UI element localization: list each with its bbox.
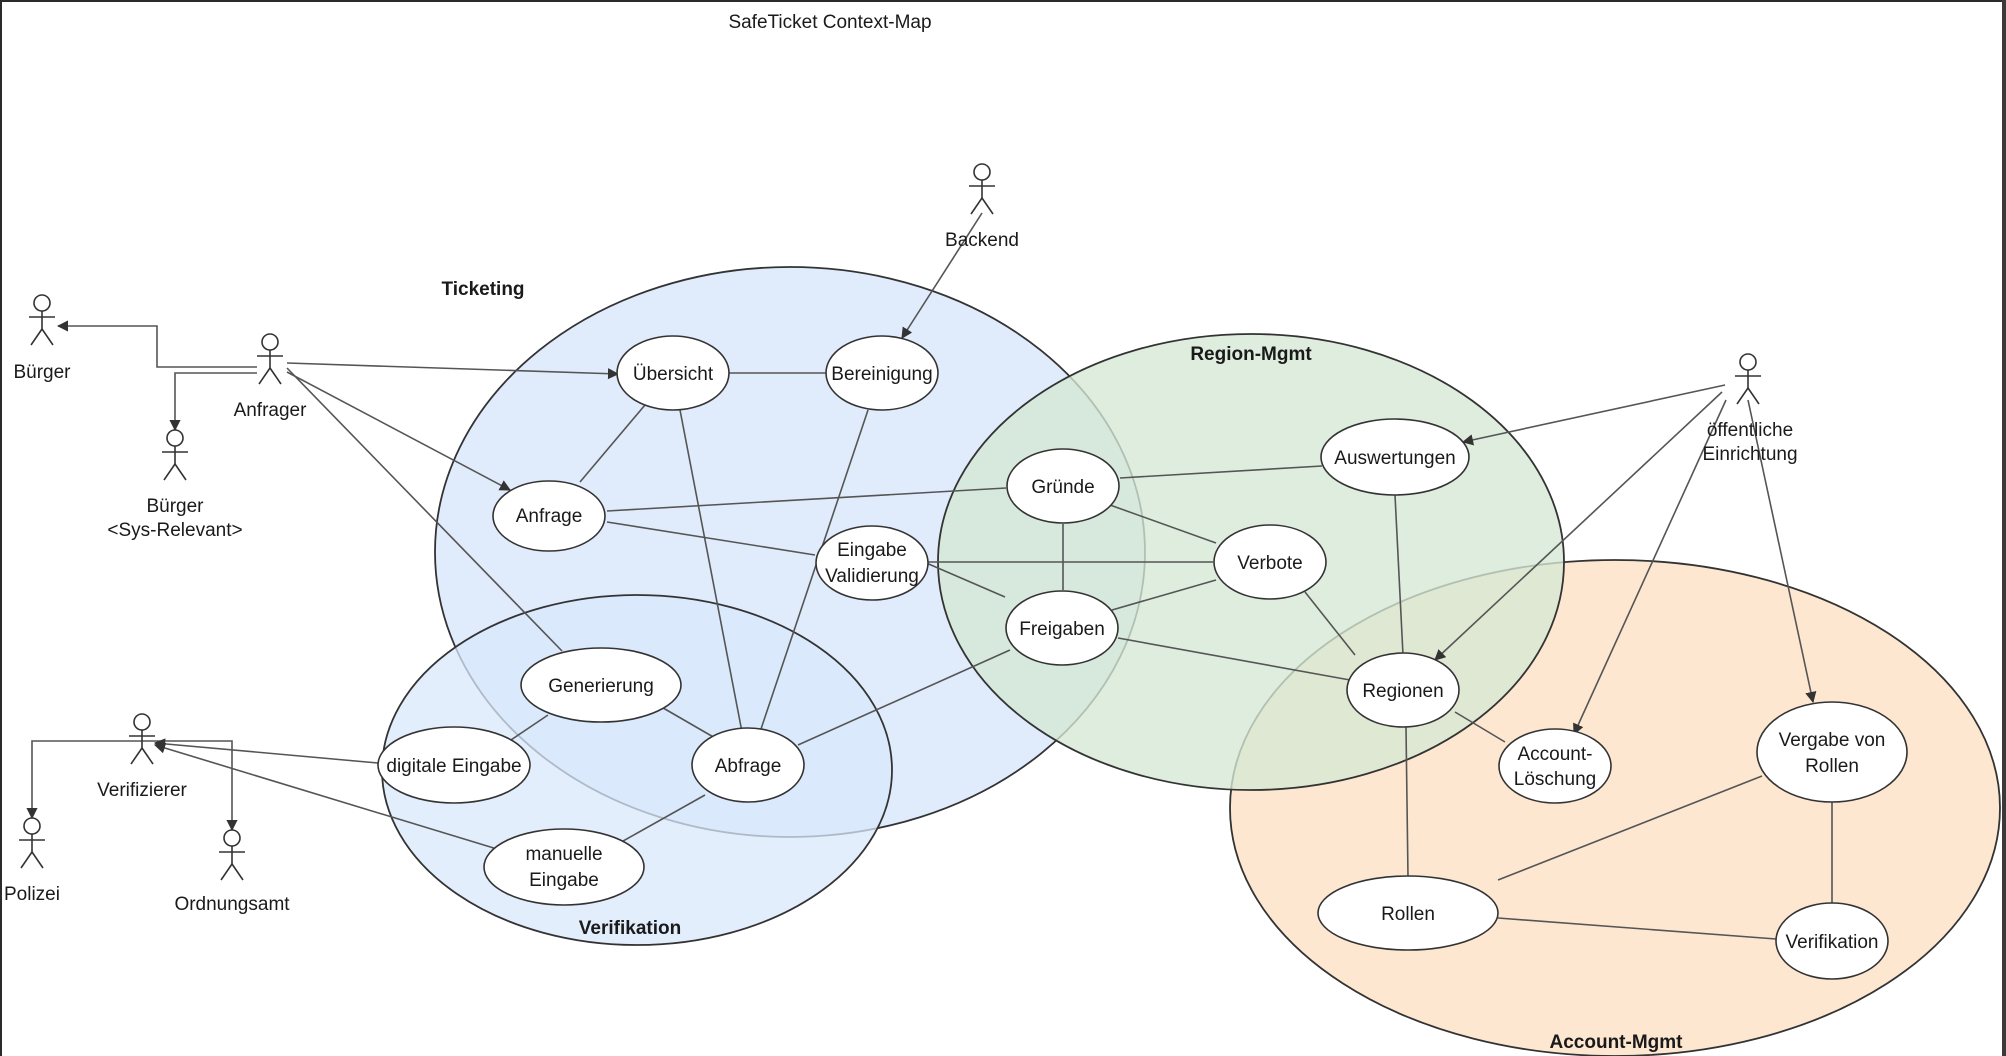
use-case-label: Anfrage xyxy=(516,506,583,527)
use-case-bereinigung[interactable]: Bereinigung xyxy=(825,335,939,411)
use-case-label: Auswertungen xyxy=(1334,448,1455,469)
use-case-regionen[interactable]: Regionen xyxy=(1346,652,1460,728)
use-case-label: Übersicht xyxy=(633,364,714,385)
use-case-anfrage[interactable]: Anfrage xyxy=(492,480,606,552)
region-label-account-mgmt: Account-Mgmt xyxy=(1550,1032,1684,1053)
region-label-verifikation: Verifikation xyxy=(579,918,681,939)
diagram-title: SafeTicket Context-Map xyxy=(728,12,931,33)
use-case-label: Regionen xyxy=(1362,681,1443,702)
actor-label-oeffentliche-einrichtung-line-2: Einrichtung xyxy=(1702,444,1797,465)
actor-buerger-sys-relevant[interactable] xyxy=(162,429,188,481)
use-case-eingabe-validierung[interactable]: Eingabe Validierung xyxy=(815,525,929,601)
region-label-ticketing: Ticketing xyxy=(441,279,524,300)
actor-polizei[interactable] xyxy=(19,817,45,869)
use-case-rollen[interactable]: Rollen xyxy=(1317,875,1499,951)
use-case-account-loeschung[interactable]: Account- Löschung xyxy=(1498,728,1612,804)
actor-label-backend: Backend xyxy=(945,230,1019,251)
use-case-digitale-eingabe[interactable]: digitale Eingabe xyxy=(377,726,531,804)
use-case-abfrage[interactable]: Abfrage xyxy=(691,727,805,803)
actor-label-oeffentliche-einrichtung-line-1: öffentliche xyxy=(1707,420,1793,441)
actor-backend[interactable] xyxy=(969,163,995,215)
use-case-label: Verbote xyxy=(1237,553,1303,574)
use-case-manuelle-eingabe[interactable]: manuelle Eingabe xyxy=(483,828,645,906)
use-case-auswertungen[interactable]: Auswertungen xyxy=(1320,418,1470,496)
association-lines xyxy=(286,367,1833,940)
use-case-label: Gründe xyxy=(1031,477,1094,498)
actor-verifizierer[interactable] xyxy=(129,713,155,765)
actor-label-buerger-sys-relevant-line-1: Bürger xyxy=(146,496,204,517)
use-case-label-line-1: Account- xyxy=(1518,744,1593,765)
use-case-gruende[interactable]: Gründe xyxy=(1006,448,1120,524)
actor-label-anfrager: Anfrager xyxy=(234,400,308,421)
use-case-verifikation[interactable]: Verifikation xyxy=(1775,902,1889,980)
use-case-label-line-1: manuelle xyxy=(525,844,602,865)
use-case-label-line-2: Eingabe xyxy=(529,870,599,891)
region-label-region-mgmt: Region-Mgmt xyxy=(1190,344,1312,365)
use-case-generierung[interactable]: Generierung xyxy=(520,647,682,723)
use-case-verbote[interactable]: Verbote xyxy=(1213,524,1327,600)
actor-label-buerger: Bürger xyxy=(13,362,71,383)
actor-ordnungsamt[interactable] xyxy=(219,829,245,881)
actor-anfrager[interactable] xyxy=(257,333,283,385)
use-case-label: Rollen xyxy=(1381,904,1435,925)
use-case-vergabe-von-rollen[interactable]: Vergabe von Rollen xyxy=(1756,701,1908,803)
use-case-label: Bereinigung xyxy=(831,364,932,385)
actor-buerger[interactable] xyxy=(29,294,55,346)
use-case-uebersicht[interactable]: Übersicht xyxy=(616,335,730,411)
use-case-label-line-2: Validierung xyxy=(825,566,919,587)
use-case-label: digitale Eingabe xyxy=(386,756,521,777)
use-case-label: Freigaben xyxy=(1019,619,1105,640)
use-case-label-line-1: Eingabe xyxy=(837,540,907,561)
actor-label-ordnungsamt: Ordnungsamt xyxy=(174,894,290,915)
use-case-label-line-1: Vergabe von xyxy=(1779,730,1886,751)
use-case-freigaben[interactable]: Freigaben xyxy=(1005,590,1119,666)
directed-lines xyxy=(26,212,1817,850)
actor-oeffentliche-einrichtung[interactable] xyxy=(1735,353,1761,405)
use-case-label-line-2: Rollen xyxy=(1805,756,1859,777)
actor-label-polizei: Polizei xyxy=(4,884,60,905)
use-case-label: Abfrage xyxy=(715,756,782,777)
use-case-label: Verifikation xyxy=(1786,932,1879,953)
actor-label-buerger-sys-relevant-line-2: <Sys-Relevant> xyxy=(107,520,242,541)
use-case-label-line-2: Löschung xyxy=(1514,769,1596,790)
actor-label-verifizierer: Verifizierer xyxy=(97,780,187,801)
use-case-label: Generierung xyxy=(548,676,654,697)
